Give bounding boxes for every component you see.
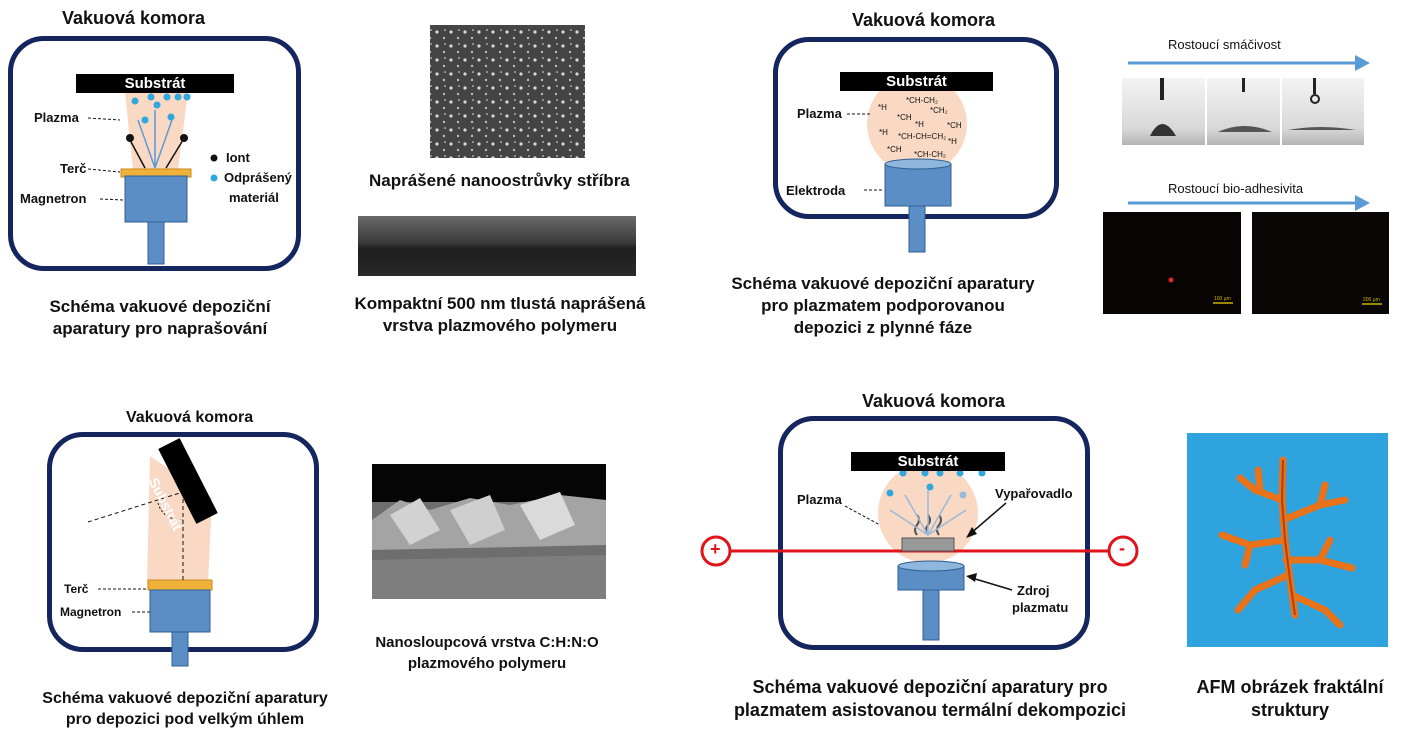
scale-bar-1: 100 µm [1214, 296, 1231, 302]
panel3-title: Vakuová komora [852, 10, 996, 30]
label-target-5: Terč [64, 582, 89, 596]
panel7-title: Vakuová komora [862, 391, 1006, 411]
panel5-title: Vakuová komora [126, 409, 254, 426]
label-plasma-7: Plazma [797, 492, 842, 507]
label-plasma-1: Plazma [34, 110, 79, 125]
label-sputtered-2: materiál [229, 190, 279, 205]
minus-sign: - [1119, 538, 1125, 558]
radical: *CH-CH₂ [906, 96, 938, 105]
legend-ion-dot [210, 154, 218, 162]
ion-dot [180, 134, 188, 142]
label-electrode: Elektroda [786, 183, 846, 198]
substrate-3: Substrát [840, 72, 993, 91]
radical: *H [879, 128, 888, 137]
panel2-caption-top: Naprášené nanoostrůvky stříbra [369, 171, 630, 190]
radical: *CH-CH₂ [914, 150, 946, 159]
cell-image-2 [1252, 212, 1389, 314]
label-target-1: Terč [60, 161, 87, 176]
magnetron-body-5 [149, 589, 211, 633]
plus-electrode [700, 535, 732, 567]
radical: *CH₂ [930, 106, 948, 115]
radical: *H [878, 103, 887, 112]
legend-sputtered-dot [210, 174, 218, 182]
cell-image-1 [1103, 212, 1241, 314]
ion-dot [126, 134, 134, 142]
electrode-body [884, 163, 952, 207]
plus-sign: + [710, 539, 721, 559]
label-source-2: plazmatu [1012, 600, 1069, 615]
scale-bar-2: 200 µm [1363, 297, 1380, 303]
radical: *H [948, 137, 957, 146]
label-magnetron-1: Magnetron [20, 191, 87, 206]
radical: *H [915, 120, 924, 129]
electrode-stem [908, 205, 926, 253]
plasma-source-stem [922, 589, 940, 641]
substrate-5 [158, 438, 218, 524]
magnetron-stem-5 [171, 631, 189, 667]
substrate-7: Substrát [851, 452, 1005, 471]
compact-film-image [358, 216, 636, 276]
label-ion: Iont [226, 150, 250, 165]
label-wettability: Rostoucí smáčivost [1168, 37, 1281, 52]
radical: *CH-CH=CH₂ [898, 132, 947, 141]
radical: *CH [947, 121, 962, 130]
label-evaporator: Vypařovadlo [995, 486, 1073, 501]
evaporator-boat [901, 537, 955, 552]
label-source-1: Zdroj [1017, 583, 1050, 598]
plasma-cloud-3 [867, 74, 967, 174]
radical: *CH [887, 145, 902, 154]
magnetron-stem-1 [147, 221, 165, 265]
droplet-image-3 [1282, 78, 1364, 145]
label-bioadhesion: Rostoucí bio-adhesivita [1168, 181, 1304, 196]
label-magnetron-5: Magnetron [60, 605, 122, 619]
panel1-title: Vakuová komora [62, 8, 206, 28]
substrate-1: Substrát [76, 74, 234, 93]
label-sputtered-1: Odprášený [224, 170, 292, 185]
plasma-cone-1 [125, 92, 188, 170]
label-plasma-3: Plazma [797, 106, 842, 121]
radical: *CH [897, 113, 912, 122]
minus-electrode [1107, 535, 1139, 567]
